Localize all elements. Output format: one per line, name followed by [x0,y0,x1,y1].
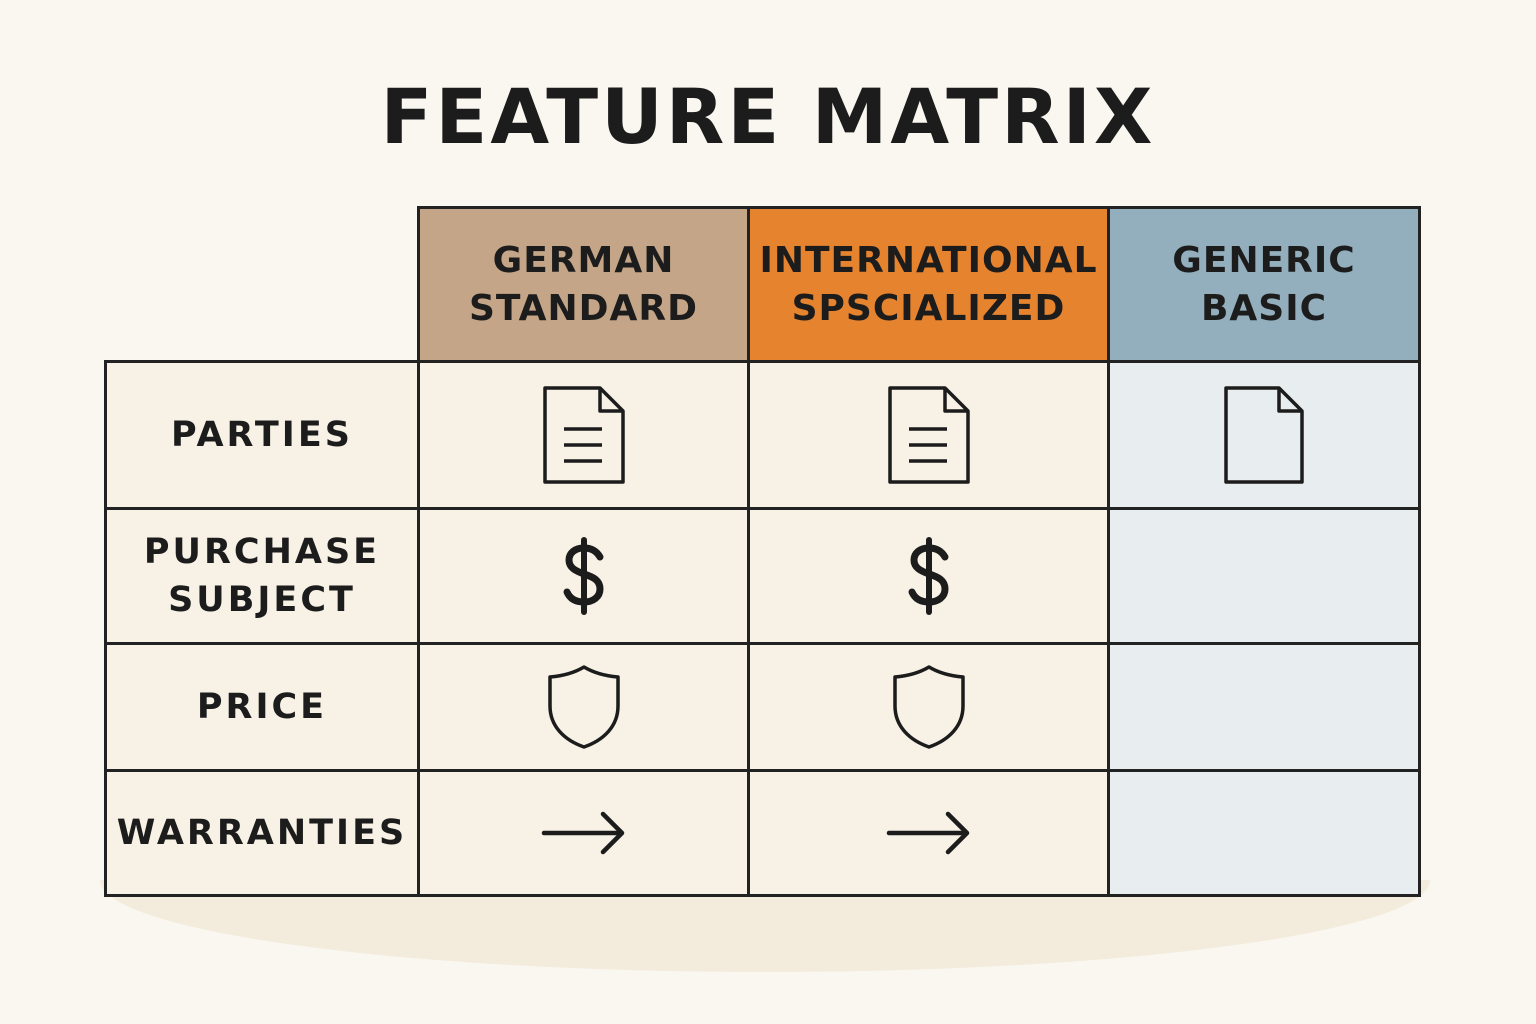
cell-parties-international [747,360,1110,510]
cell-price-international [747,642,1110,772]
column-header-line: SPSCIALIZED [791,287,1066,329]
document-lines-icon [887,386,970,484]
row-label-line: PRICE [196,687,328,727]
cell-purchase-subject-generic [1107,507,1421,645]
cell-purchase-subject-german [417,507,750,645]
page-title: FEATURE MATRIX [380,72,1156,161]
cell-warranties-international [747,769,1110,897]
row-label-warranties: WARRANTIES [104,769,420,897]
dollar-icon [908,537,949,615]
column-header-line: GERMAN [492,239,675,281]
column-header-line: GENERIC [1172,239,1356,281]
cell-parties-german [417,360,750,510]
cell-price-german [417,642,750,772]
row-label-purchase-subject: PURCHASE SUBJECT [104,507,420,645]
shield-icon [892,665,965,749]
column-header-german-standard: GERMAN STANDARD [417,206,750,363]
row-label-line: PURCHASE [143,532,381,572]
row-label-price: PRICE [104,642,420,772]
arrow-right-icon [541,811,624,855]
shield-icon [547,665,620,749]
column-header-international-specialized: INTERNATIONAL SPSCIALIZED [747,206,1110,363]
cell-warranties-generic [1107,769,1421,897]
row-label-parties: PARTIES [104,360,420,510]
cell-price-generic [1107,642,1421,772]
cell-purchase-subject-international [747,507,1110,645]
column-header-line: BASIC [1200,287,1328,329]
column-header-line: INTERNATIONAL [759,239,1098,281]
column-header-line: STANDARD [468,287,699,329]
arrow-right-icon [886,811,969,855]
document-lines-icon [542,386,625,484]
cell-parties-generic [1107,360,1421,510]
column-header-generic-basic: GENERIC BASIC [1107,206,1421,363]
row-label-line: SUBJECT [168,580,356,620]
document-blank-icon [1224,386,1304,484]
cell-warranties-german [417,769,750,897]
row-label-line: PARTIES [171,415,353,455]
dollar-icon [563,537,604,615]
row-label-line: WARRANTIES [116,813,408,853]
